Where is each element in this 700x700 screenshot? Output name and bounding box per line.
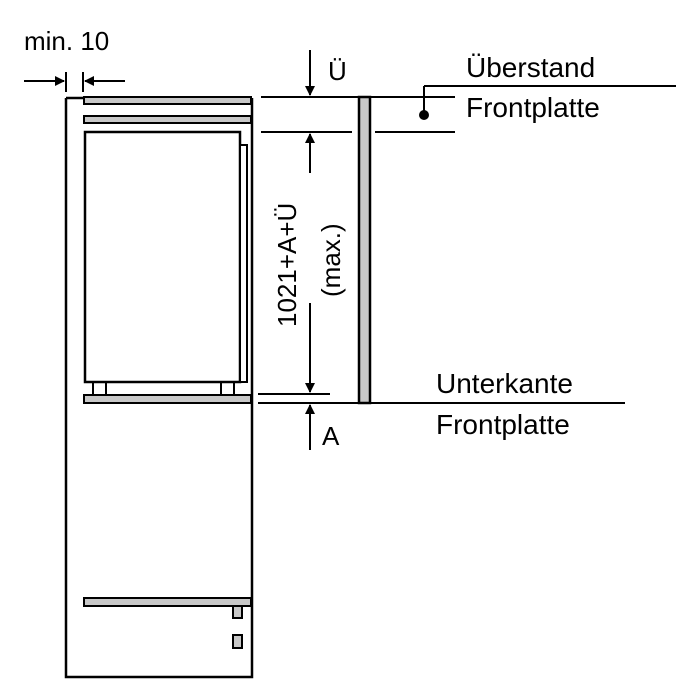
bottom-symbol: A [322, 421, 340, 451]
lower-shelf [83, 597, 252, 607]
overhang-title-line2: Frontplatte [466, 92, 600, 123]
hinge-lower [232, 634, 243, 649]
min-gap-label: min. 10 [24, 26, 109, 56]
overhang-title-line1: Überstand [466, 52, 595, 83]
min-gap-dimension [24, 72, 125, 92]
upper-panel [83, 115, 252, 124]
height-qualifier-label: (max.) [316, 223, 346, 297]
hinge-upper [232, 605, 243, 619]
overhang-callout [419, 85, 676, 120]
overhang-symbol: Ü [328, 56, 347, 86]
cabinet-niche [64, 96, 254, 679]
front-panel [357, 95, 372, 405]
bottom-title-line2: Frontplatte [436, 409, 570, 440]
top-panel [83, 96, 252, 105]
middle-shelf [83, 394, 252, 404]
bottom-title-line1: Unterkante [436, 368, 573, 399]
appliance-body [83, 130, 248, 394]
height-dimension-label: 1021+A+Ü [272, 203, 302, 327]
